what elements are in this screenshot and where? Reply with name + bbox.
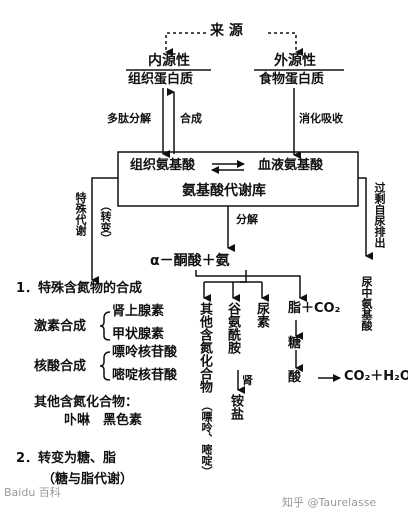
watermark-right: 知乎 @Taurelasse <box>282 496 377 509</box>
blood-amino-acid: 血液氨基酸 <box>258 158 324 173</box>
exogenous-item: 食物蛋白质 <box>259 72 325 87</box>
synthesis-label: 合成 <box>180 112 202 125</box>
transform-label: （转变） <box>99 200 112 244</box>
nucleic-item-1: 嘌呤核苷酸 <box>112 345 178 360</box>
excess-urine-label: 过剩自尿排出 <box>373 182 386 248</box>
sugar-label: 糖 <box>288 336 302 351</box>
ammonium-salt-label: 铵盐 <box>228 394 243 420</box>
digest-absorb-label: 消化吸收 <box>299 112 343 125</box>
source-to-exogenous-line <box>268 32 303 56</box>
urine-amino-acid-label: 尿中氨基酸 <box>360 276 373 331</box>
final-products-label: CO₂＋H₂O <box>344 369 408 384</box>
tissue-amino-acid: 组织氨基酸 <box>130 158 196 173</box>
nucleic-item-2: 嘧啶核苷酸 <box>112 368 178 383</box>
endogenous-title: 内源性 <box>148 53 190 69</box>
polypeptide-decompose-label: 多肽分解 <box>107 112 151 125</box>
hormone-synthesis-label: 激素合成 <box>34 319 87 334</box>
endogenous-item: 组织蛋白质 <box>128 72 194 87</box>
acid-label: 酸 <box>288 370 302 385</box>
amino-acid-pool-box <box>117 151 359 207</box>
special-metabolism-label: 特殊代谢 <box>74 192 87 236</box>
nucleic-synthesis-label: 核酸合成 <box>34 359 87 374</box>
special-metabolism-line <box>91 177 118 284</box>
keto-acid-ammonia: α－酮酸＋氨 <box>150 253 230 269</box>
other-nitrogen-note: （嘌呤、嘧啶） <box>200 400 213 477</box>
source-label: 来 源 <box>210 23 243 39</box>
fat-co2-label: 脂＋CO₂ <box>288 301 341 316</box>
list-item-1: 1．特殊含氮物的合成 <box>16 281 143 296</box>
decompose-label: 分解 <box>236 213 258 226</box>
exogenous-title: 外源性 <box>274 53 316 69</box>
watermark-left: Baidu 百科 <box>4 486 61 499</box>
excess-urine-line <box>358 177 373 260</box>
glutamine-label: 谷氨酰胺 <box>225 302 240 354</box>
urea-label: 尿素 <box>254 302 269 328</box>
hormone-item-2: 甲状腺素 <box>112 327 165 342</box>
source-to-endogenous-line <box>165 32 206 56</box>
keto-to-fat-arrow <box>195 270 307 302</box>
other-nitrogen-compounds: 其他含氮化合物 <box>197 302 212 393</box>
list-item-2: 2．转变为糖、脂 <box>16 451 117 466</box>
hormone-item-1: 肾上腺素 <box>112 304 165 319</box>
other-nitrogen-list-items: 卟啉 黑色素 <box>64 413 143 428</box>
list-item-2-note: （糖与脂代谢） <box>42 472 134 487</box>
other-nitrogen-list-label: 其他含氮化合物： <box>34 395 139 410</box>
kidney-label: 肾 <box>242 374 253 387</box>
amino-acid-pool-title: 氨基酸代谢库 <box>182 183 266 199</box>
